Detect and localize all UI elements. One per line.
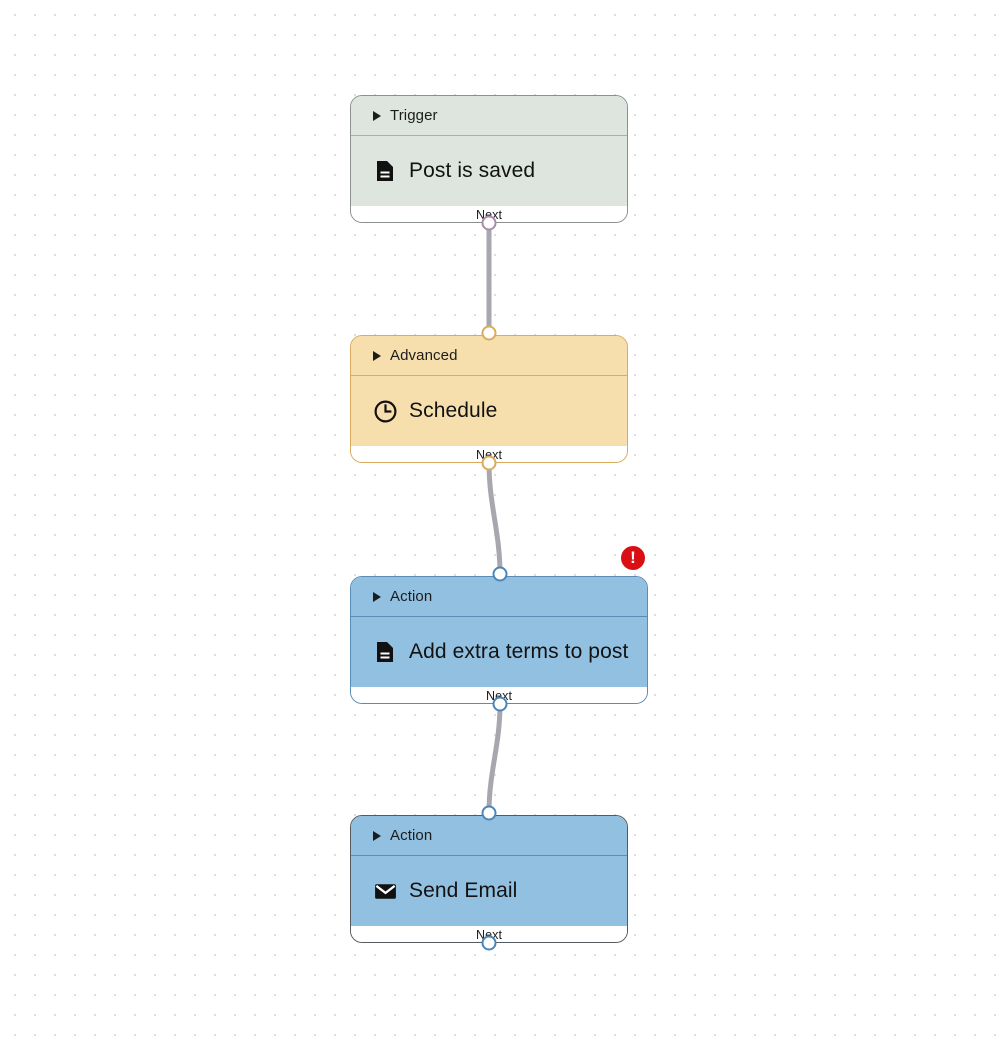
disclosure-triangle-icon[interactable] xyxy=(373,591,381,602)
port-action1-in[interactable] xyxy=(492,566,508,582)
node-body-action-send-email[interactable]: Send Email xyxy=(351,856,627,926)
error-badge-symbol: ! xyxy=(630,548,636,567)
node-title: Post is saved xyxy=(409,159,536,182)
workflow-node-action-send-email[interactable]: Action Send Email Next xyxy=(350,815,628,943)
port-advanced-in[interactable] xyxy=(481,325,497,341)
node-category-label: Action xyxy=(390,827,433,844)
node-category-label: Action xyxy=(390,588,433,605)
node-title: Send Email xyxy=(409,879,518,902)
error-badge-icon[interactable]: ! xyxy=(621,546,645,570)
edge-advanced-to-action1 xyxy=(486,460,503,577)
port-action1-out[interactable] xyxy=(492,696,508,712)
document-icon xyxy=(372,158,398,184)
disclosure-triangle-icon[interactable] xyxy=(373,830,381,841)
port-action2-out[interactable] xyxy=(481,935,497,951)
node-title: Add extra terms to post xyxy=(409,640,629,663)
node-header-action-send-email[interactable]: Action xyxy=(351,816,627,856)
node-category-label: Advanced xyxy=(390,347,458,364)
document-icon xyxy=(372,639,398,665)
workflow-node-action-add-terms[interactable]: Action Add extra terms to post Next xyxy=(350,576,648,704)
disclosure-triangle-icon[interactable] xyxy=(373,110,381,121)
workflow-node-trigger[interactable]: Trigger Post is saved Next xyxy=(350,95,628,223)
node-category-label: Trigger xyxy=(390,107,438,124)
clock-icon xyxy=(372,398,398,424)
node-header-advanced[interactable]: Advanced xyxy=(351,336,627,376)
workflow-node-advanced[interactable]: Advanced Schedule Next xyxy=(350,335,628,463)
node-body-trigger[interactable]: Post is saved xyxy=(351,136,627,206)
edge-action1-to-action2 xyxy=(486,701,503,816)
port-action2-in[interactable] xyxy=(481,805,497,821)
port-advanced-out[interactable] xyxy=(481,455,497,471)
port-trigger-out[interactable] xyxy=(481,215,497,231)
envelope-icon xyxy=(372,878,398,904)
node-title: Schedule xyxy=(409,399,498,422)
node-body-action-add-terms[interactable]: Add extra terms to post xyxy=(351,617,647,687)
node-header-trigger[interactable]: Trigger xyxy=(351,96,627,136)
node-header-action-add-terms[interactable]: Action xyxy=(351,577,647,617)
node-body-advanced[interactable]: Schedule xyxy=(351,376,627,446)
disclosure-triangle-icon[interactable] xyxy=(373,350,381,361)
node-footer-action-add-terms[interactable]: Next xyxy=(351,687,647,703)
